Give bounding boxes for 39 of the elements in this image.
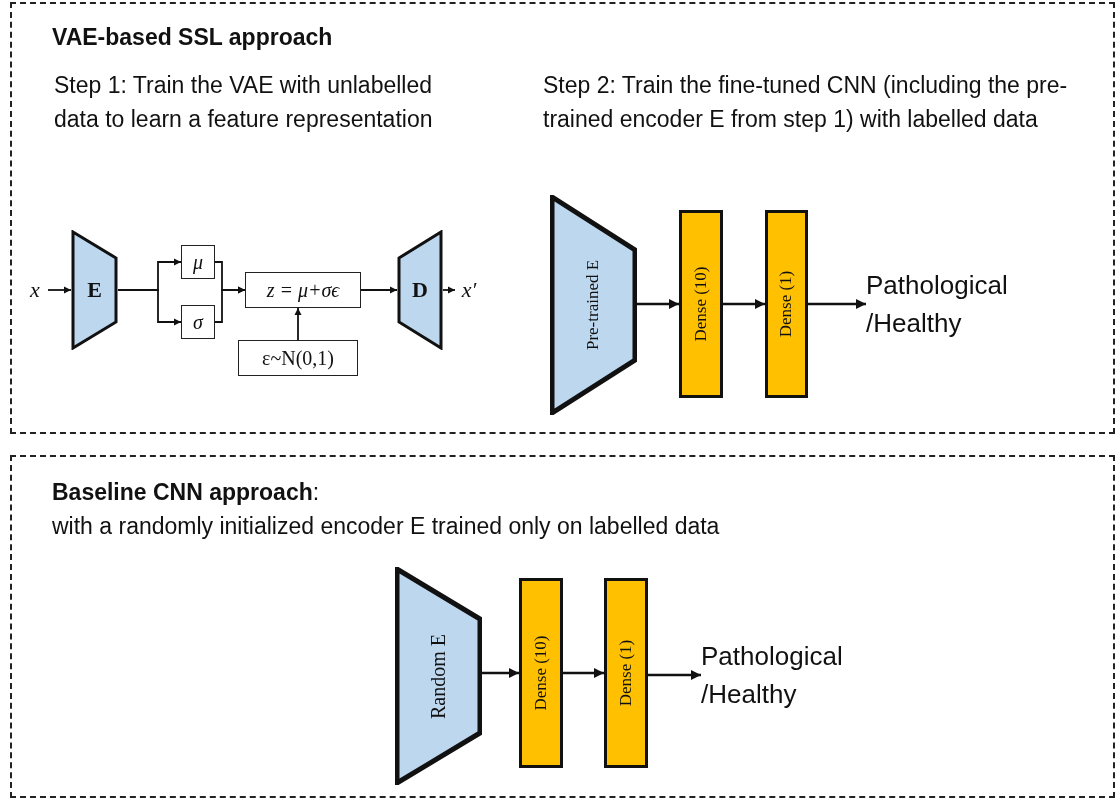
encoder-trapezoid (550, 195, 637, 415)
output-label: Pathological /Healthy (701, 637, 921, 713)
encoder-trapezoid (71, 230, 118, 350)
arrow (482, 667, 519, 679)
arrow (808, 298, 866, 310)
arrow (214, 286, 246, 323)
arrow (294, 307, 302, 341)
output-label: Pathological /Healthy (866, 266, 1086, 342)
variance-box: σ (181, 305, 215, 339)
layer-label: Dense (10) (531, 635, 551, 711)
layer-label: E (87, 277, 102, 303)
panel-heading: VAE-based SSL approach (52, 23, 334, 52)
arrow (563, 667, 604, 679)
latent-box: z = μ+σϵ (245, 272, 361, 308)
layer-label: Dense (10) (691, 266, 711, 342)
arrow (47, 286, 72, 294)
arrow (648, 669, 701, 681)
mean-box: μ (181, 245, 215, 279)
layer-label: D (412, 277, 428, 303)
step-description: Step 2: Train the fine-tuned CNN (including the pre-trained encoder E from step 1) with labelled data (543, 71, 1069, 134)
layer-label: Pre-trained E (583, 259, 604, 351)
arrow (360, 286, 398, 294)
layer-label: Random E (427, 633, 450, 719)
dense-layer (765, 210, 808, 398)
decoder-trapezoid (397, 230, 443, 350)
panel-heading: Baseline CNN approach: (52, 478, 321, 507)
noise-box: ε~N(0,1) (238, 340, 358, 376)
arrow (117, 289, 182, 326)
dense-layer (604, 578, 648, 768)
dense-layer (679, 210, 723, 398)
step-description: Step 1: Train the VAE with unlabelled data to learn a feature representation (54, 71, 434, 134)
dense-layer (519, 578, 563, 768)
arrow (637, 298, 679, 310)
arrow (442, 286, 456, 294)
encoder-trapezoid (395, 567, 482, 785)
panel-description: with a randomly initialized encoder E trained only on labelled data (52, 512, 721, 541)
layer-label: Dense (1) (776, 270, 797, 338)
layer-label: Dense (1) (616, 639, 636, 707)
arrow (723, 298, 765, 310)
